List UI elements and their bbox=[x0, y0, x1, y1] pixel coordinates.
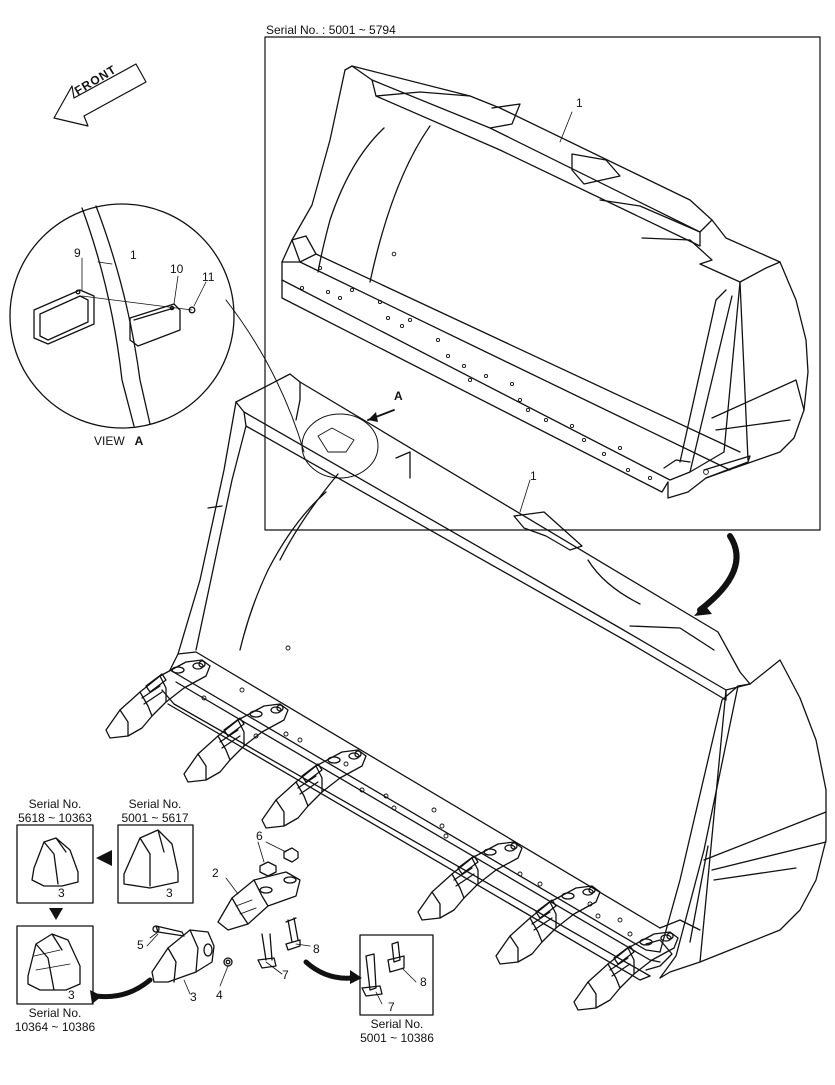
top-serial-label: Serial No. : 5001 ~ 5794 bbox=[266, 23, 396, 37]
callout-7-assembly: 7 bbox=[282, 968, 289, 982]
serial-box-5618-line1: Serial No. bbox=[28, 797, 82, 811]
serial-box-10364-line1: Serial No. bbox=[28, 1006, 82, 1020]
detail-marker-letter: A bbox=[394, 389, 403, 403]
bucket-tooth bbox=[261, 749, 367, 829]
callout-11: 11 bbox=[202, 270, 215, 284]
serial-box-5001-line2: 5001 ~ 5617 bbox=[121, 811, 189, 825]
callout-10: 10 bbox=[170, 262, 184, 276]
view-word: VIEW bbox=[94, 434, 125, 448]
callout-1-detail: 1 bbox=[130, 248, 137, 262]
bucket-teeth bbox=[105, 659, 679, 1011]
top-to-main-arrow bbox=[697, 533, 740, 613]
callout-3-right-top: 3 bbox=[166, 886, 173, 900]
view-a-detail bbox=[9, 203, 235, 429]
callout-1-main: 1 bbox=[530, 469, 537, 483]
exploded-tooth-assembly bbox=[149, 841, 362, 984]
callout-8-assembly: 8 bbox=[313, 942, 320, 956]
tooth-variant-box-5618 bbox=[16, 824, 94, 904]
callout-9: 9 bbox=[74, 246, 81, 260]
serial-box-5618-line2: 5618 ~ 10363 bbox=[18, 811, 92, 825]
tooth-variant-box-10364 bbox=[16, 925, 94, 1005]
bucket-tooth bbox=[573, 931, 679, 1011]
callout-3-exploded: 3 bbox=[190, 990, 197, 1004]
bucket-tooth bbox=[417, 841, 523, 921]
serial-box-10364-line2: 10364 ~ 10386 bbox=[14, 1020, 96, 1034]
tooth-variant-box-5001 bbox=[117, 824, 194, 904]
callout-1-top: 1 bbox=[576, 96, 583, 110]
callout-3-left-top: 3 bbox=[58, 886, 65, 900]
callout-4: 4 bbox=[216, 988, 223, 1002]
callout-5: 5 bbox=[137, 938, 144, 952]
bolt-variant-box bbox=[359, 934, 434, 1016]
bucket-tooth bbox=[105, 659, 211, 739]
callout-2: 2 bbox=[212, 866, 219, 880]
callout-8-box: 8 bbox=[420, 975, 427, 989]
callout-7-box: 7 bbox=[388, 1000, 395, 1014]
top-lip-bolt-holes bbox=[299, 251, 709, 481]
callout-6: 6 bbox=[256, 829, 263, 843]
detail-connector bbox=[225, 299, 305, 453]
top-variant-frame bbox=[264, 36, 821, 531]
main-bucket bbox=[161, 373, 827, 981]
bucket-tooth bbox=[495, 885, 601, 965]
view-label: VIEW A bbox=[94, 434, 143, 448]
top-bucket bbox=[281, 65, 809, 499]
serial-box-5001-line1: Serial No. bbox=[128, 797, 182, 811]
callout-3-left-bottom: 3 bbox=[68, 988, 75, 1002]
front-arrow bbox=[53, 63, 147, 127]
bolt-box-line1: Serial No. bbox=[370, 1017, 424, 1031]
main-lip-bolt-holes bbox=[201, 645, 633, 937]
view-letter: A bbox=[134, 434, 144, 448]
bucket-tooth bbox=[183, 703, 289, 783]
bolt-box-line2: 5001 ~ 10386 bbox=[360, 1031, 434, 1045]
